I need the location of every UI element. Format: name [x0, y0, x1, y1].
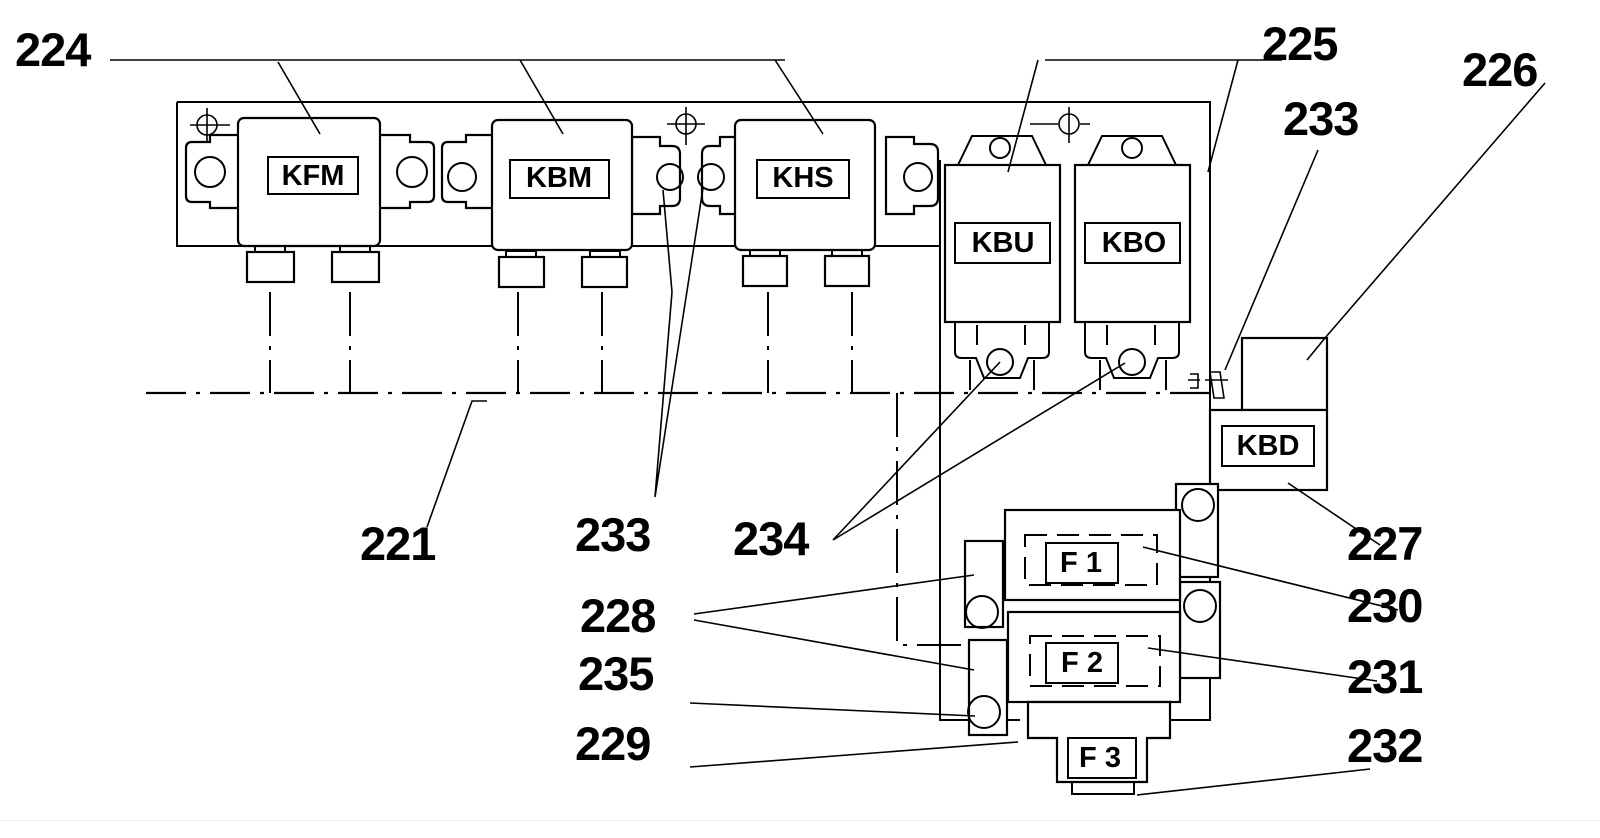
relay-kfm: KFM	[184, 116, 436, 284]
relay-label-kbu: KBU	[972, 227, 1035, 259]
relay-label-khs: KHS	[772, 162, 833, 194]
leader-lines	[110, 59, 1546, 796]
mounting-hole	[697, 163, 725, 191]
relay-kbo: KBO	[1073, 135, 1192, 390]
mounting-hole	[447, 162, 477, 192]
page-bottom-rule	[0, 820, 1600, 821]
reference-numerals: 224 225 226 233 221 233 234 227 228 230 …	[15, 17, 1538, 772]
ref-233-top: 233	[1283, 92, 1358, 145]
ref-227: 227	[1347, 517, 1422, 570]
connector-axis-lines	[146, 292, 1210, 395]
relay-kbm: KBM	[440, 118, 684, 289]
relay-label-kfm: KFM	[282, 160, 345, 192]
mounting-hole	[396, 156, 428, 188]
fuse-label-f1: F 1	[1060, 547, 1102, 579]
mounting-hole	[656, 163, 684, 191]
relay-label-kbo: KBO	[1102, 227, 1166, 259]
fuse-label-f2: F 2	[1061, 647, 1103, 679]
ref-224: 224	[15, 23, 91, 76]
crosshair-icon	[1030, 107, 1090, 143]
relay-label-kbm: KBM	[526, 162, 592, 194]
ref-234: 234	[733, 512, 809, 565]
crosshair-icon	[190, 108, 230, 142]
carrier-plate	[176, 101, 1211, 392]
mounting-hole	[194, 156, 226, 188]
ref-225: 225	[1262, 17, 1337, 70]
ref-221: 221	[360, 517, 435, 570]
fuse-block: F 1 F 2 F 3	[963, 482, 1222, 795]
crosshair-icon	[667, 107, 705, 145]
ref-233-mid: 233	[575, 508, 650, 561]
ref-232: 232	[1347, 719, 1422, 772]
relay-label-kbd: KBD	[1237, 430, 1300, 462]
relay-kbu: KBU	[943, 135, 1062, 390]
ref-226: 226	[1462, 43, 1537, 96]
ref-231: 231	[1347, 650, 1422, 703]
fixing-hole	[986, 348, 1014, 376]
relay-khs: KHS	[697, 118, 940, 288]
fixing-hole	[1118, 348, 1146, 376]
relay-kbd: KBD	[1208, 336, 1329, 492]
ref-229: 229	[575, 717, 650, 770]
clip	[1188, 371, 1228, 399]
fuse-label-f3: F 3	[1079, 742, 1121, 774]
mounting-hole	[903, 162, 933, 192]
ref-228: 228	[580, 589, 655, 642]
ref-235: 235	[578, 647, 653, 700]
ref-230: 230	[1347, 579, 1422, 632]
